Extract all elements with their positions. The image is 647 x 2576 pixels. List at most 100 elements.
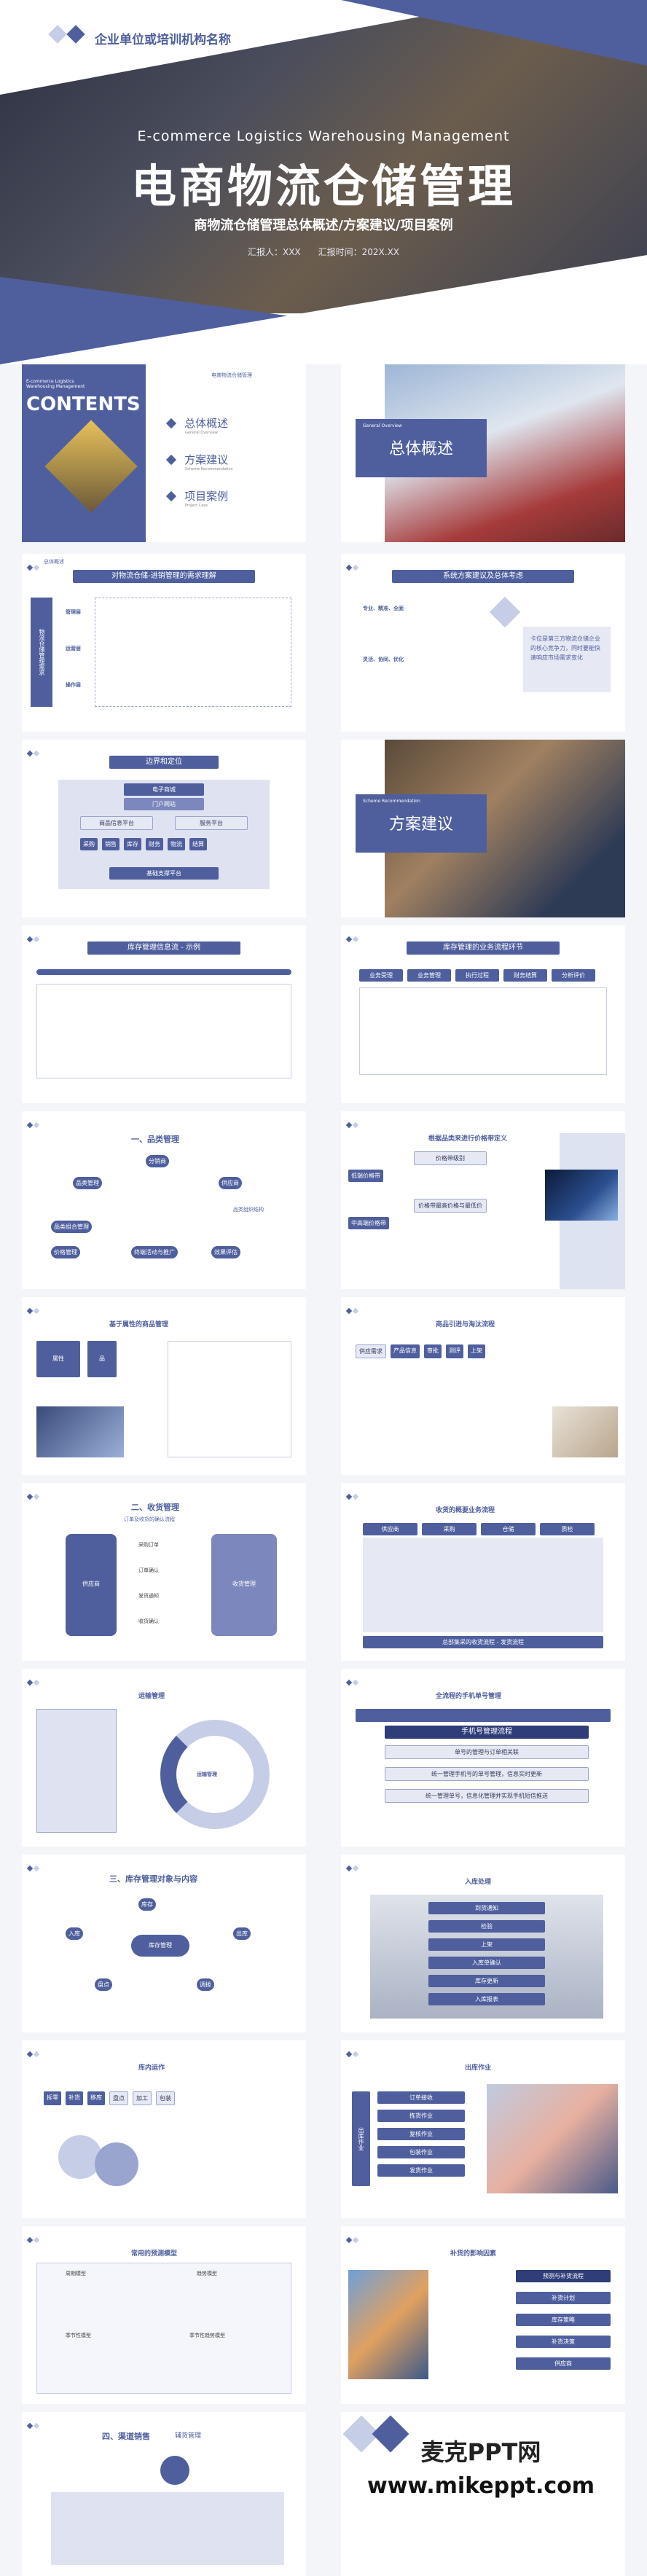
slide-title: 出库作业 xyxy=(465,2064,492,2072)
contents-org: 电商物流仓储管理 xyxy=(211,372,252,378)
step-label: 采购订单 xyxy=(138,1542,159,1548)
header-dots xyxy=(345,2045,360,2059)
content-frame xyxy=(95,598,291,707)
header-dots xyxy=(345,1302,360,1316)
quote-box: 卡位是第三方物流仓储企业的核心竞争力，同时要能快速响应市场需求变化 xyxy=(523,627,611,692)
tree-node: 终端活动与推广 xyxy=(131,1246,178,1258)
inbound-step: 检验 xyxy=(428,1920,545,1933)
header-dots xyxy=(26,1488,41,1502)
spoke-node: 出库 xyxy=(233,1927,251,1940)
slide-title: 补货的影响因素 xyxy=(450,2250,497,2258)
ops-step: 拆零 xyxy=(44,2091,61,2105)
replenish-step: 供应商 xyxy=(516,2357,611,2370)
contents-en: E-commerce Logistics Warehousing Managem… xyxy=(26,379,85,389)
attr-box: 品 xyxy=(87,1341,117,1377)
process-frame xyxy=(359,987,607,1075)
inbound-step: 入库单确认 xyxy=(428,1957,545,1969)
row-label: 管理层 xyxy=(66,609,81,615)
outbound-step: 拣货作业 xyxy=(377,2110,465,2122)
outbound-step: 发货作业 xyxy=(377,2164,465,2177)
phone-item: 统一管理手机号的单号管理，信息实时更新 xyxy=(385,1767,589,1781)
header-dots xyxy=(26,559,41,573)
slide-title: 常用的预测模型 xyxy=(131,2250,178,2258)
module-box: 采购 xyxy=(80,838,98,850)
intro-row: 供应需求 产品信息 审批 测评 上架 xyxy=(356,1344,485,1358)
module-row: 采购 销售 库存 财务 物流 结算 xyxy=(80,838,207,850)
ops-row: 拆零 补货 移库 盘点 加工 包装 xyxy=(44,2091,175,2105)
tree-node: 品类组合管理 xyxy=(51,1221,92,1233)
process-step: 财务结算 xyxy=(503,969,547,982)
section-en: General Overview xyxy=(363,423,402,428)
cycle-center: 运输管理 xyxy=(197,1772,217,1777)
header-dots xyxy=(26,2417,41,2431)
diamond-icon xyxy=(165,490,177,502)
watermark-url[interactable]: www.mikeppt.com xyxy=(367,2473,595,2499)
slide-replenish: 补货的影响因素 预测与补货流程 补货计划 库存策略 补货决策 供应商 xyxy=(341,2226,625,2404)
header-dots xyxy=(345,1488,360,1502)
module-box: 财务 xyxy=(146,838,163,850)
section2-slide: Scheme Recommendation 方案建议 xyxy=(341,740,625,917)
inbound-step: 入库报表 xyxy=(428,1993,545,2005)
flow-col: 供应商 xyxy=(363,1523,417,1535)
flow-col: 仓储 xyxy=(481,1523,536,1535)
point-label: 专业、精准、全面 xyxy=(363,606,404,611)
contents-item-en: Project Case xyxy=(185,504,208,508)
slide-category: 一、品类管理 分销商 品类管理 供应商 品类组合管理 价格管理 终端活动与推广 … xyxy=(22,1111,306,1289)
process-step: 分析评价 xyxy=(552,969,595,982)
ops-step: 盘点 xyxy=(109,2091,128,2105)
replenish-head: 预测与补货流程 xyxy=(516,2270,611,2282)
slide-title: 边界和定位 xyxy=(109,756,219,769)
phone-bar xyxy=(356,1709,611,1722)
header-dots xyxy=(26,931,41,944)
forecast-frame xyxy=(36,2263,291,2394)
inbound-step: 库存更新 xyxy=(428,1975,545,1987)
header-dots xyxy=(345,559,360,573)
slide-receiving: 二、收货管理 订单及收货的确认流程 供应商 收货管理 采购订单 订单确认 发货通… xyxy=(22,1483,306,1661)
process-step: 业务受理 xyxy=(359,969,403,982)
contents-item-en: General Overview xyxy=(185,431,218,435)
spoke-node: 盘点 xyxy=(95,1978,112,1991)
city-photo xyxy=(545,1170,618,1221)
channel-area xyxy=(51,2492,284,2565)
spoke-node: 库存 xyxy=(138,1898,156,1911)
diagram-node: 基础支撑平台 xyxy=(109,867,219,880)
slide-channel: 四、渠道销售 辅货管理 xyxy=(22,2412,306,2576)
side-label: 物流仓储管理需求 xyxy=(31,598,52,707)
slide-subtitle: 辅货管理 xyxy=(175,2432,202,2440)
hub-node: 库存管理 xyxy=(131,1935,189,1957)
slide-attribute: 基于属性的商品管理 属性 品 xyxy=(22,1297,306,1475)
tree-node: 分销商 xyxy=(146,1155,169,1167)
inbound-step: 到货通知 xyxy=(428,1902,545,1914)
slide-intro: 商品引进与淘汰流程 供应需求 产品信息 审批 测评 上架 xyxy=(341,1297,625,1475)
contents-item: 总体概述 General Overview xyxy=(165,415,229,435)
outbound-side: 出库作业 xyxy=(352,2091,370,2186)
note: 品类组织结构 xyxy=(233,1207,264,1213)
contents-item-label: 方案建议 xyxy=(184,453,229,466)
section1-slide: General Overview 总体概述 xyxy=(341,364,625,542)
contents-item-label: 总体概述 xyxy=(184,417,229,430)
process-step: 执行过程 xyxy=(455,969,499,982)
flow-footer: 总部集采的收货流程 - 发货流程 xyxy=(363,1636,603,1648)
step-label: 发货通知 xyxy=(138,1593,159,1599)
header-dots xyxy=(26,1302,41,1316)
header-dots xyxy=(345,2231,360,2245)
spoke-node: 入库 xyxy=(66,1927,83,1940)
flow-line xyxy=(36,969,291,975)
contents-item-en: Scheme Recommendation xyxy=(185,467,233,471)
slide-title: 收货的概要业务流程 xyxy=(436,1507,495,1514)
header-dots xyxy=(26,1860,41,1874)
step-label: 订单确认 xyxy=(138,1567,159,1573)
slide-process: 库存管理的业务流程环节 业务受理 业务管理 执行过程 财务结算 分析评价 xyxy=(341,925,625,1103)
replenish-step: 库存策略 xyxy=(516,2314,611,2326)
slide-header: 总体概述 xyxy=(44,559,64,565)
section-title: 方案建议 xyxy=(388,815,453,834)
inbound-step: 上架 xyxy=(428,1938,545,1951)
slide-subtitle: 订单及收货的确认流程 xyxy=(124,1516,175,1522)
header-dots xyxy=(345,1674,360,1688)
watermark-name: 麦克PPT网 xyxy=(420,2438,541,2466)
ops-circle xyxy=(58,2135,102,2179)
intro-step: 产品信息 xyxy=(391,1344,420,1358)
flow-col: 采购 xyxy=(422,1523,477,1535)
step-label: 收货确认 xyxy=(138,1618,159,1624)
slide-inventory: 三、库存管理对象与内容 库存管理 库存 入库 出库 盘点 调拨 xyxy=(22,1855,306,2032)
